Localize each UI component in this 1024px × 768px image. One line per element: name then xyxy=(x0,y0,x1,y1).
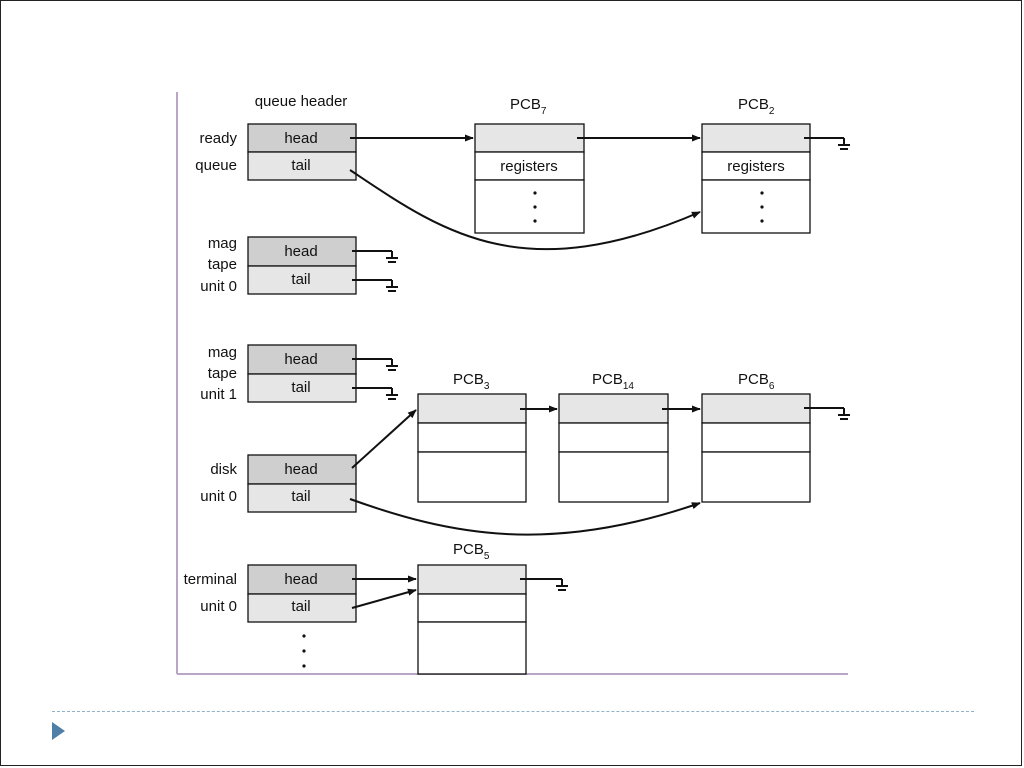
pcb-label: PCB3 xyxy=(453,371,490,392)
head-cell xyxy=(247,564,357,595)
queue-label: unit 0 xyxy=(200,488,237,505)
queue-label: tape xyxy=(208,365,237,382)
footer-divider xyxy=(52,711,974,712)
ready-queue: ready queue head tail xyxy=(195,123,357,181)
pcb-label: PCB14 xyxy=(592,371,634,392)
head-cell xyxy=(247,123,357,153)
null-ground-icon xyxy=(352,358,398,371)
tail-cell xyxy=(247,265,357,295)
pcb-7: PCB7 registers xyxy=(474,96,585,234)
null-ground-icon xyxy=(352,250,398,263)
pcb-label: PCB5 xyxy=(453,541,490,562)
head-text: head xyxy=(284,571,317,588)
null-pointers xyxy=(352,137,850,591)
queue-label: tape xyxy=(208,256,237,273)
head-text: head xyxy=(284,351,317,368)
null-ground-icon xyxy=(352,387,398,400)
triangle-bullet-icon xyxy=(52,722,65,740)
pcb-3: PCB3 xyxy=(417,371,527,503)
tail-cell xyxy=(247,151,357,181)
more-queues-ellipsis xyxy=(302,634,306,668)
tail-text: tail xyxy=(291,598,310,615)
head-text: head xyxy=(284,461,317,478)
mag-tape-unit-0-queue: mag tape unit 0 head tail xyxy=(200,235,357,295)
queue-label: ready xyxy=(199,130,237,147)
arrow-disk-tail-to-pcb6 xyxy=(349,498,701,536)
arrow-disk-head-to-pcb3 xyxy=(351,409,417,469)
null-ground-icon xyxy=(520,578,568,591)
pcb-label: PCB6 xyxy=(738,371,775,392)
queue-header-label: queue header xyxy=(255,93,348,110)
queue-label: disk xyxy=(210,461,237,478)
tail-text: tail xyxy=(291,488,310,505)
queue-label: unit 0 xyxy=(200,598,237,615)
queue-label: unit 1 xyxy=(200,386,237,403)
pcb-5: PCB5 xyxy=(417,541,527,675)
arrow-terminal-tail-to-pcb5 xyxy=(351,588,417,609)
arrow-ready-tail-to-pcb2 xyxy=(349,169,701,251)
pcb-label: PCB2 xyxy=(738,96,775,117)
null-ground-icon xyxy=(804,137,850,150)
tail-cell xyxy=(247,373,357,403)
tail-cell xyxy=(247,483,357,513)
queue-label: mag xyxy=(208,344,237,361)
mag-tape-unit-1-queue: mag tape unit 1 head tail xyxy=(200,344,357,403)
pcb-2: PCB2 registers xyxy=(701,96,811,234)
queue-label: terminal xyxy=(184,571,237,588)
pcb-6: PCB6 xyxy=(701,371,811,503)
pcb-14: PCB14 xyxy=(558,371,669,503)
pcb-registers-text: registers xyxy=(727,158,785,175)
pcb-label: PCB7 xyxy=(510,96,547,117)
queue-label: queue xyxy=(195,157,237,174)
head-text: head xyxy=(284,243,317,260)
disk-unit-0-queue: disk unit 0 head tail xyxy=(200,454,357,513)
terminal-unit-0-queue: terminal unit 0 head tail xyxy=(184,564,357,623)
queue-label: mag xyxy=(208,235,237,252)
head-cell xyxy=(247,236,357,267)
tail-cell xyxy=(247,593,357,623)
pcb-registers-text: registers xyxy=(500,158,558,175)
tail-text: tail xyxy=(291,271,310,288)
queue-label: unit 0 xyxy=(200,278,237,295)
null-ground-icon xyxy=(804,407,850,420)
tail-text: tail xyxy=(291,379,310,396)
pointer-arrows xyxy=(349,134,701,609)
tail-text: tail xyxy=(291,157,310,174)
null-ground-icon xyxy=(352,279,398,292)
head-text: head xyxy=(284,130,317,147)
